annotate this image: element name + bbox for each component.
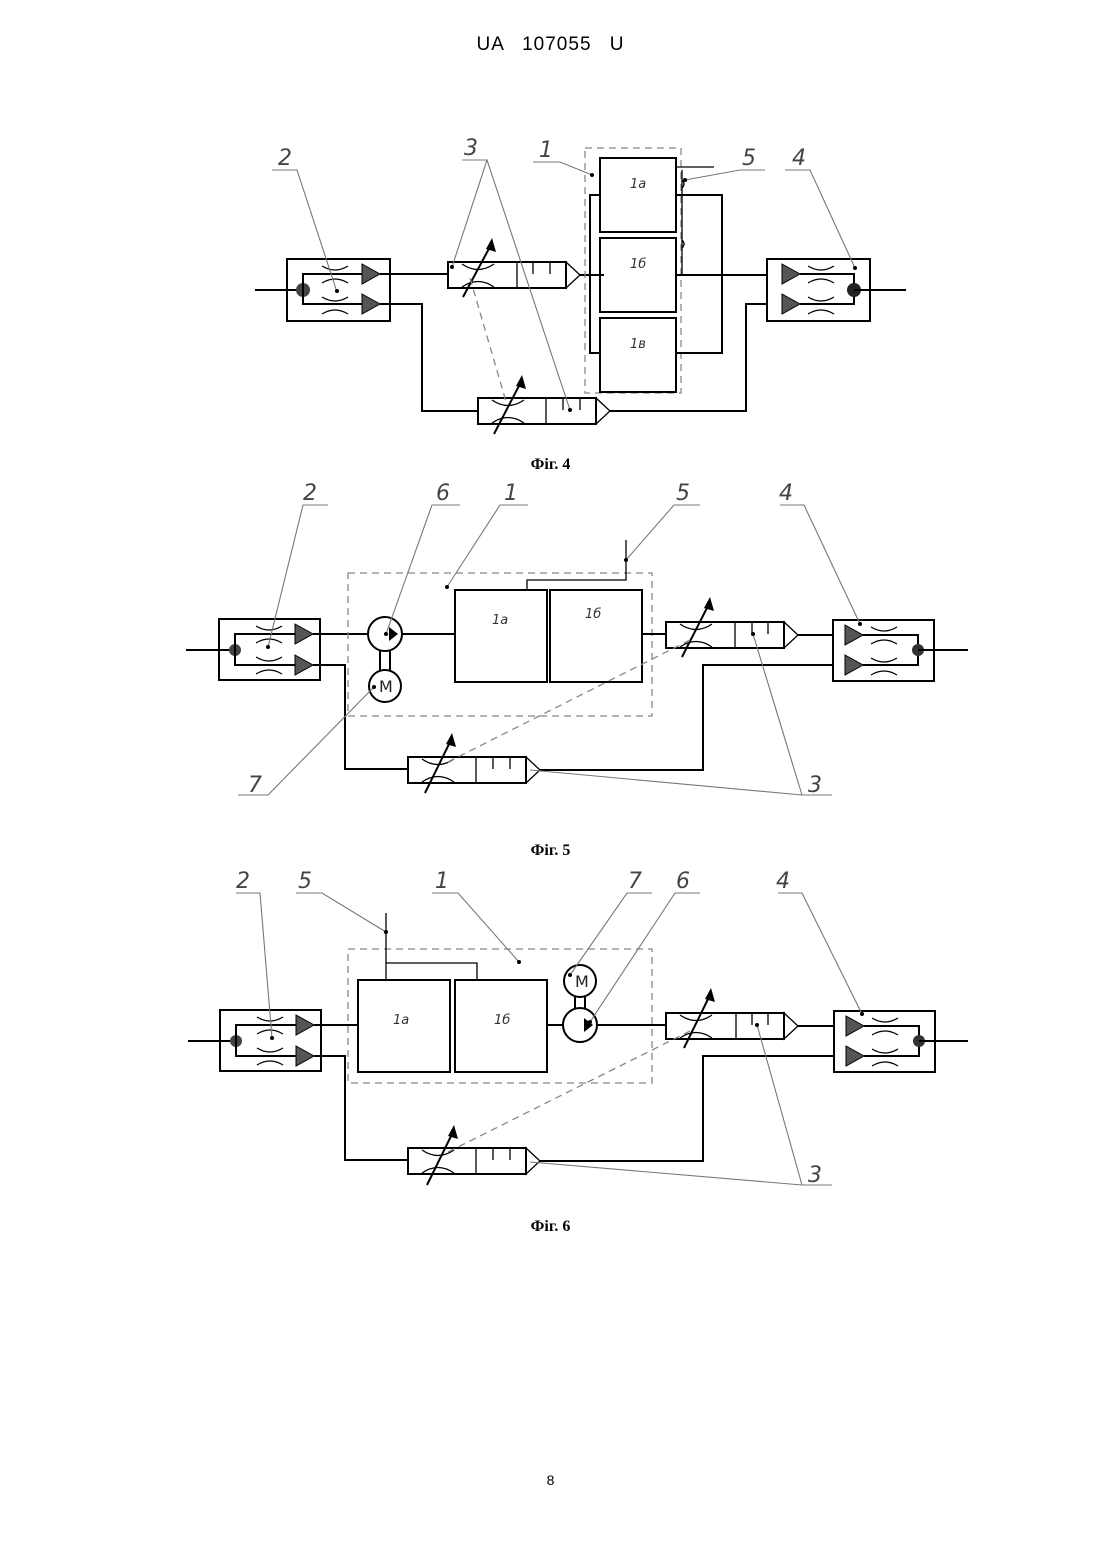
block-label-1b: 1б (585, 607, 601, 622)
label-5: 5 (742, 146, 756, 171)
document-number: UA 107055 U (0, 34, 1101, 56)
block-1a (455, 590, 547, 682)
label-6: 6 (436, 481, 450, 506)
block-label-1a: 1а (630, 177, 646, 192)
figure-6-caption: Фіг. 6 (0, 1218, 1101, 1236)
block-1v (600, 318, 676, 392)
page-number: 8 (0, 1472, 1101, 1488)
label-3: 3 (464, 136, 478, 161)
label-5: 5 (298, 869, 312, 894)
label-7: 7 (248, 773, 262, 798)
motor-label: M (575, 972, 589, 991)
label-6: 6 (676, 869, 690, 894)
label-4: 4 (779, 481, 793, 506)
block-label-1a: 1а (393, 1013, 409, 1028)
label-2: 2 (236, 869, 250, 894)
label-3: 3 (808, 773, 822, 798)
block-label-1b: 1б (494, 1013, 510, 1028)
label-2: 2 (278, 146, 292, 171)
label-1: 1 (435, 869, 449, 894)
block-label-1b: 1б (630, 257, 646, 272)
label-4: 4 (776, 869, 790, 894)
figure-4-diagram: 2 3 1 5 4 1а 1б 1в (0, 130, 1101, 450)
label-2: 2 (303, 481, 317, 506)
block-1a (600, 158, 676, 232)
label-1: 1 (539, 138, 553, 163)
motor-label: M (379, 677, 393, 696)
label-4: 4 (792, 146, 806, 171)
label-5: 5 (676, 481, 690, 506)
block-1b (600, 238, 676, 312)
figure-5-caption: Фіг. 5 (0, 842, 1101, 860)
label-7: 7 (628, 869, 642, 894)
figure-5-diagram: M 2 6 1 5 4 7 3 1а 1б (0, 480, 1101, 820)
block-1b (550, 590, 642, 682)
figure-6-diagram: M 2 5 1 7 6 4 3 1а 1б (0, 862, 1101, 1207)
label-1: 1 (504, 481, 518, 506)
block-label-1a: 1а (492, 613, 508, 628)
block-label-1v: 1в (630, 337, 646, 352)
figure-4-caption: Фіг. 4 (0, 456, 1101, 474)
label-3: 3 (808, 1163, 822, 1188)
